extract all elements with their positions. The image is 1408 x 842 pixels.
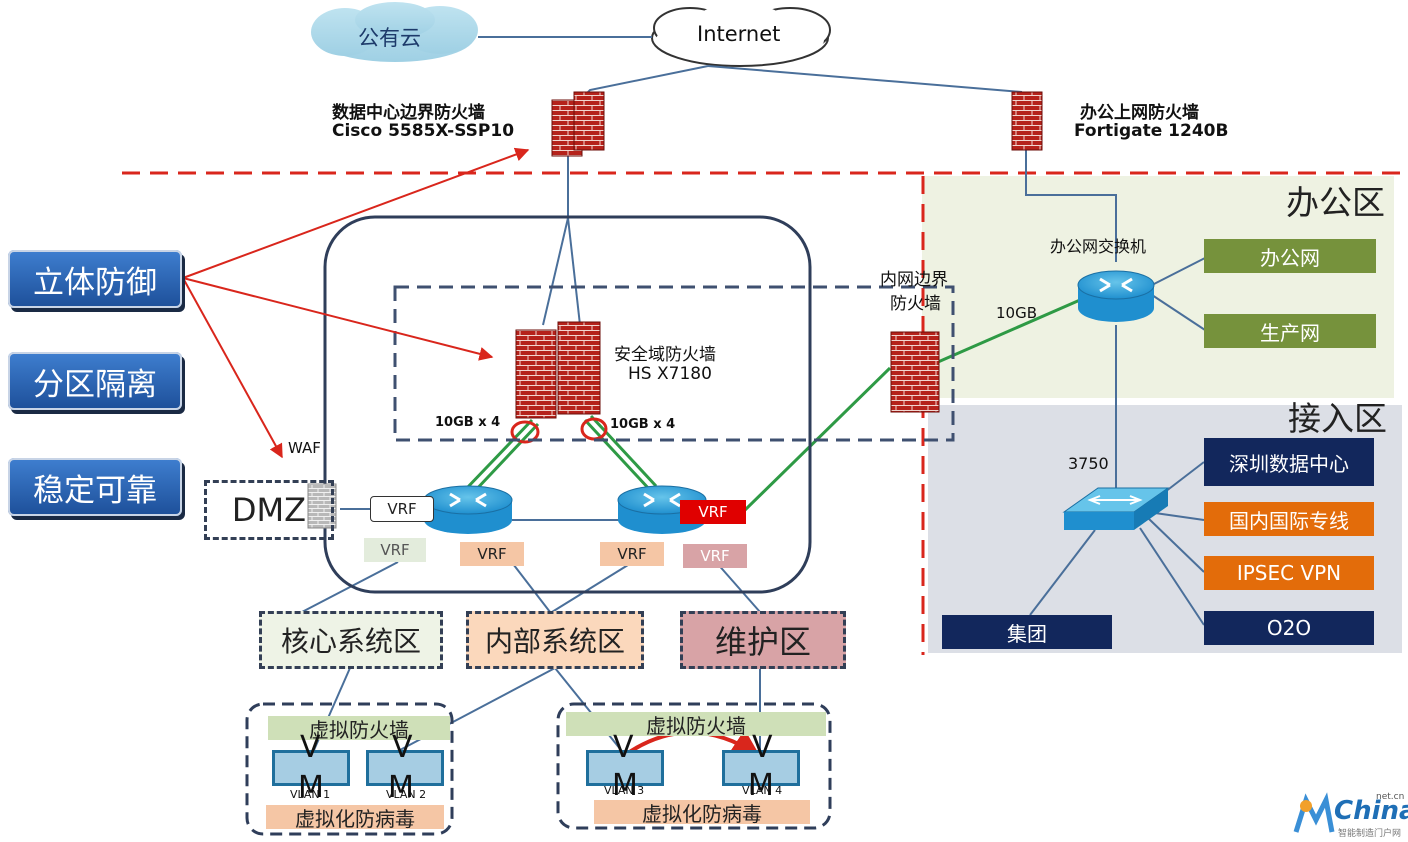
office-firewall-title: 办公上网防火墙 [1080, 103, 1199, 123]
vrf-core-tag[interactable]: VRF [364, 538, 426, 562]
internal-system-zone[interactable]: 内部系统区 [466, 611, 644, 669]
link-bundle-left-marker [510, 420, 540, 444]
internal-system-zone-label: 内部系统区 [484, 625, 625, 658]
virtual-area-left [245, 702, 454, 836]
vm2-letter-v: V [392, 730, 413, 765]
watermark-domain: net.cn [1376, 792, 1405, 802]
vrf-maintenance-tag[interactable]: VRF [683, 544, 747, 568]
office-firewall-icon [1011, 91, 1043, 151]
internet-cloud [651, 4, 831, 67]
public-cloud [311, 2, 478, 62]
production-network-pill[interactable]: 生产网 [1204, 314, 1376, 348]
inner-edge-firewall-icon [890, 331, 940, 413]
green-links [463, 298, 1081, 512]
red-arrows [182, 147, 530, 459]
shenzhen-dc-pill[interactable]: 深圳数据中心 [1204, 438, 1374, 486]
core-system-zone-label: 核心系统区 [280, 625, 421, 658]
virtual-antivirus-bar-right: 虚拟化防病毒 [594, 800, 810, 826]
dmz-box[interactable]: DMZ [204, 480, 334, 540]
vm3-letter-v: V [613, 730, 634, 765]
vm2-letter-m: M [388, 770, 414, 805]
side-button-zone-isolation[interactable]: 分区隔离 [8, 352, 182, 410]
office-switch-icon [1077, 270, 1155, 322]
vm-box-2[interactable] [366, 750, 444, 786]
dc-edge-firewall-icon [551, 91, 605, 157]
vm3-letter-m: M [612, 768, 638, 803]
office-network-pill[interactable]: 办公网 [1204, 239, 1376, 273]
vm-box-1[interactable] [272, 750, 350, 786]
ipsec-vpn-pill[interactable]: IPSEC VPN [1204, 556, 1374, 590]
dc-edge-firewall-model: Cisco 5585X-SSP10 [332, 121, 515, 141]
link-label-right: 10GB x 4 [610, 417, 676, 432]
office-link-label: 10GB [996, 304, 1038, 322]
access-switch-label: 3750 [1068, 454, 1109, 473]
core-container [323, 215, 812, 594]
group-pill[interactable]: 集团 [942, 615, 1112, 649]
link-label-left: 10GB x 4 [435, 415, 501, 430]
waf-label: WAF [288, 439, 321, 457]
internet-label: Internet [697, 22, 781, 46]
vm-box-4[interactable] [722, 750, 800, 786]
core-router-left-icon [423, 485, 513, 534]
watermark-tagline: 智能制造门户网 [1338, 829, 1402, 839]
vlan-2-label: VLAN 2 [386, 788, 427, 801]
watermark-brand: China [1334, 796, 1408, 826]
intl-line-pill[interactable]: 国内国际专线 [1204, 502, 1374, 536]
security-domain-firewall-icon [515, 321, 601, 419]
vrf-external-tag[interactable]: VRF [680, 500, 746, 524]
vlan-3-label: VLAN 3 [604, 784, 645, 797]
watermark-logo-icon [1293, 792, 1335, 833]
vrf-internal-right-tag[interactable]: VRF [600, 542, 664, 566]
office-zone-title: 办公区 [1286, 183, 1385, 222]
office-firewall-model: Fortigate 1240B [1074, 121, 1229, 141]
blue-links [301, 36, 1206, 756]
inner-edge-firewall-line2: 防火墙 [890, 294, 941, 314]
side-button-stable-reliable[interactable]: 稳定可靠 [8, 458, 182, 516]
security-domain-box [393, 285, 955, 442]
vm4-letter-m: M [748, 768, 774, 803]
side-button-3d-defense[interactable]: 立体防御 [8, 250, 182, 308]
virtual-antivirus-bar-left: 虚拟化防病毒 [266, 805, 444, 831]
office-switch-label: 办公网交换机 [1050, 237, 1147, 256]
vm1-letter-m: M [298, 770, 324, 805]
core-system-zone[interactable]: 核心系统区 [259, 611, 443, 669]
inner-edge-firewall-line1: 内网边界 [880, 270, 948, 290]
security-domain-firewall-title: 安全域防火墙 [614, 345, 716, 365]
vrf-internal-left-tag[interactable]: VRF [460, 542, 524, 566]
public-cloud-label: 公有云 [358, 26, 421, 50]
o2o-pill[interactable]: O2O [1204, 611, 1374, 645]
access-switch-3750-icon [1062, 487, 1170, 530]
virtual-area-right [556, 702, 832, 830]
vm1-letter-v: V [300, 730, 321, 765]
vrf-dmz-tag[interactable]: VRF [370, 496, 434, 522]
virtual-firewall-bar-right: 虚拟防火墙 [566, 712, 826, 738]
maintenance-zone-label: 维护区 [714, 623, 811, 661]
security-domain-firewall-model: HS X7180 [628, 364, 712, 384]
office-zone-bg [922, 176, 1394, 398]
access-zone-title: 接入区 [1288, 399, 1387, 438]
vm4-letter-v: V [752, 730, 773, 765]
vlan-4-label: VLAN 4 [742, 784, 783, 797]
virtual-firewall-bar-left: 虚拟防火墙 [268, 716, 450, 742]
vlan-1-label: VLAN 1 [290, 788, 331, 801]
maintenance-zone[interactable]: 维护区 [680, 611, 846, 669]
dc-edge-firewall-title: 数据中心边界防火墙 [332, 103, 485, 123]
dmz-label: DMZ [231, 491, 307, 529]
vm-box-3[interactable] [586, 750, 664, 786]
